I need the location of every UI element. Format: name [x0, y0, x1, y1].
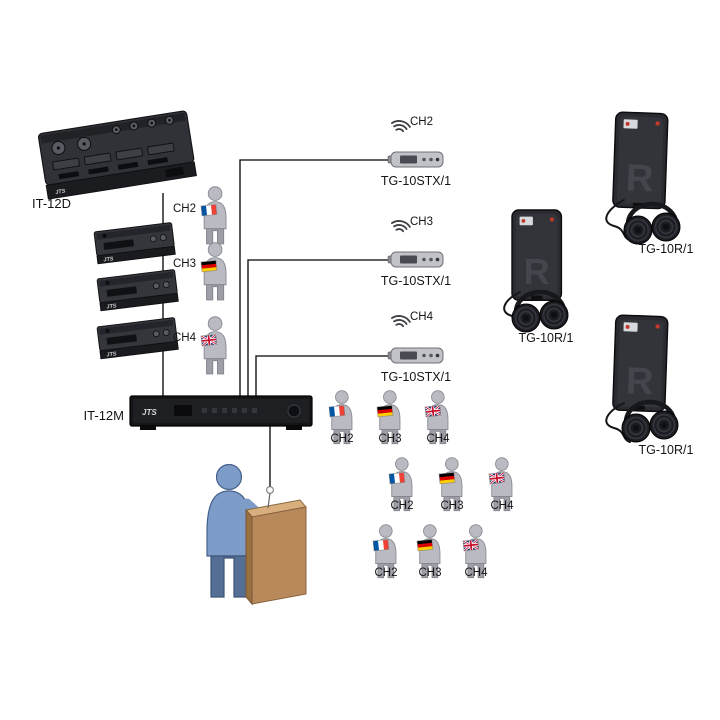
audience-channel-label: CH2: [390, 500, 413, 512]
tg10stx-unit-1: [387, 151, 444, 168]
interpreter-figure-ch4: CH4: [173, 316, 227, 375]
audience-flag-uk: [487, 470, 507, 486]
audience-channel-label: CH4: [490, 500, 514, 512]
wifi-channel-label: CH2: [410, 116, 433, 128]
interpreter-figure-ch3: CH3: [173, 242, 227, 301]
audience-channel-label: CH3: [418, 567, 441, 579]
microphone-stem: [267, 492, 271, 509]
audience-member-5: CH3: [438, 457, 464, 512]
audience-flag-france: [388, 472, 406, 485]
receiver-group-3: TG-10R/1: [605, 314, 694, 457]
tg10stx-unit-2: [387, 251, 444, 268]
interpreter-flag-france: [200, 204, 218, 217]
audience-flag-france: [372, 539, 390, 552]
tg10r-label: TG-10R/1: [519, 331, 574, 345]
audience-member-9: CH4: [461, 524, 488, 579]
audience-channel-label: CH4: [464, 567, 488, 579]
it12d-brand-text: JTS: [55, 188, 66, 196]
wire-rack-to-tx1: [239, 159, 388, 396]
interpreter-channel-label: CH4: [173, 332, 197, 344]
audience-member-4: CH2: [388, 457, 414, 512]
interpreter-channel-label: CH2: [173, 203, 196, 215]
wifi-channel-label: CH4: [410, 311, 434, 323]
tg10stx-label: TG-10STX/1: [381, 174, 451, 188]
audience-channel-label: CH3: [440, 500, 463, 512]
receiver-group-2: TG-10R/1: [503, 209, 574, 345]
audience-channel-label: CH2: [330, 433, 353, 445]
audience-member-1: CH2: [328, 390, 354, 445]
tg10stx-label: TG-10STX/1: [381, 274, 451, 288]
wifi-channel-label: CH3: [410, 216, 433, 228]
it12m-label: IT-12M: [84, 408, 124, 423]
interpreter-figure-ch2: CH2: [173, 186, 227, 245]
audience-channel-label: CH2: [374, 567, 397, 579]
interpreter-flag-uk: [199, 332, 219, 348]
transmitter-group-ch4: CH4 TG-10STX/1: [381, 311, 451, 384]
interpreter-channel-label: CH3: [173, 258, 196, 270]
audience-member-7: CH2: [372, 524, 398, 579]
wire-rack-to-tx3: [255, 355, 388, 396]
audience-flag-france: [328, 405, 346, 418]
audience-flag-uk: [423, 403, 443, 419]
audience-member-8: CH3: [416, 524, 442, 579]
tg10r-label: TG-10R/1: [639, 443, 694, 457]
tg10r-bodypack: [511, 209, 563, 301]
audience-flag-uk: [461, 537, 481, 553]
tg10r-bodypack: [611, 314, 669, 413]
audience-member-6: CH4: [487, 457, 514, 512]
audience-channel-label: CH3: [378, 433, 401, 445]
it12d-console: JTS: [37, 110, 197, 200]
microphone-icon: [266, 486, 274, 494]
it12m-rack: JTS: [129, 395, 313, 430]
tg10stx-label: TG-10STX/1: [381, 370, 451, 384]
audience-flag-germany: [438, 472, 456, 485]
transmitter-group-ch2: CH2 TG-10STX/1: [381, 116, 451, 188]
audience-member-2: CH3: [376, 390, 402, 445]
audience-flag-germany: [416, 539, 434, 552]
wire-rack-to-tx2: [247, 259, 388, 396]
audience-flag-germany: [376, 405, 394, 418]
transmitter-group-ch3: CH3 TG-10STX/1: [381, 216, 451, 288]
receiver-group-1: TG-10R/1: [605, 111, 694, 256]
interpreter-flag-germany: [200, 260, 218, 273]
tg10stx-unit-3: [387, 347, 444, 364]
it12m-brand-text: JTS: [142, 408, 157, 417]
tg10r-bodypack: [611, 111, 669, 210]
audience-member-3: CH4: [423, 390, 450, 445]
podium: [245, 486, 307, 606]
audience-channel-label: CH4: [426, 433, 450, 445]
tg10r-label: TG-10R/1: [639, 242, 694, 256]
it12d-label: IT-12D: [32, 196, 71, 211]
headphone-cable: [605, 402, 631, 443]
